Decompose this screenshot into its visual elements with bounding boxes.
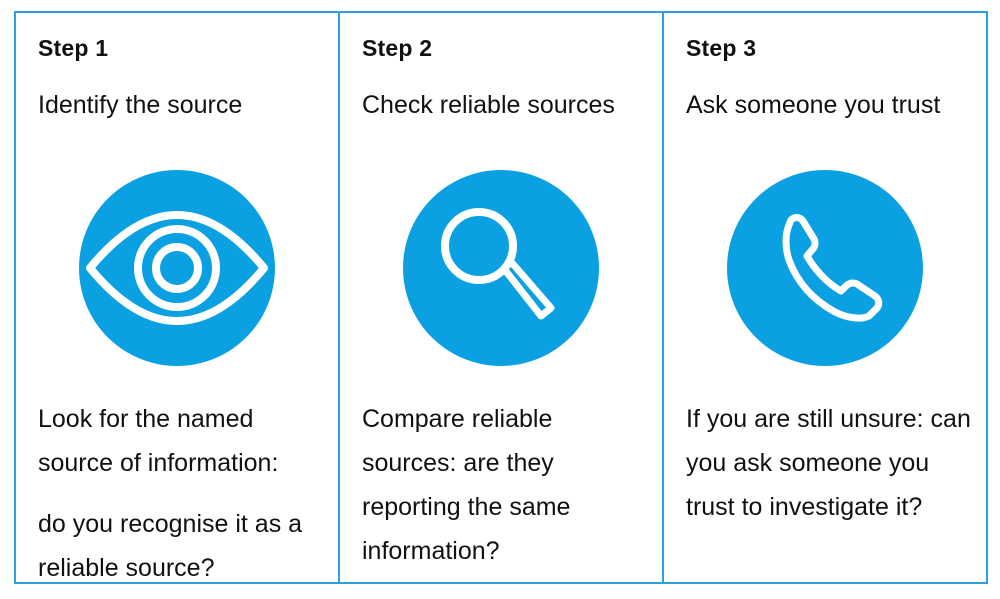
eye-icon (79, 170, 275, 366)
step-1-column: Step 1 Identify the source Look for the … (16, 13, 338, 582)
step-1-paragraph-2: do you recognise it as a reliable source… (38, 510, 303, 582)
step-1-heading: Identify the source (38, 91, 243, 119)
step-1-body: Look for the named source of information… (38, 397, 328, 590)
phone-icon (727, 170, 923, 366)
step-3-body: If you are still unsure: can you ask som… (686, 397, 976, 529)
step-1-paragraph-1: Look for the named source of information… (38, 405, 279, 477)
magnifying-glass-icon (403, 170, 599, 366)
step-2-paragraph-1: Compare reliable sources: are they repor… (362, 405, 571, 565)
steps-grid: Step 1 Identify the source Look for the … (14, 11, 988, 584)
step-3-column: Step 3 Ask someone you trust If you are … (662, 13, 986, 582)
step-1-label: Step 1 (38, 35, 109, 61)
step-2-column: Step 2 Check reliable sources Compare re… (338, 13, 662, 582)
step-2-body: Compare reliable sources: are they repor… (362, 397, 652, 573)
step-3-label: Step 3 (686, 35, 757, 61)
step-2-label: Step 2 (362, 35, 433, 61)
step-2-heading: Check reliable sources (362, 91, 615, 119)
step-3-paragraph-1: If you are still unsure: can you ask som… (686, 405, 971, 521)
step-3-heading: Ask someone you trust (686, 91, 941, 119)
